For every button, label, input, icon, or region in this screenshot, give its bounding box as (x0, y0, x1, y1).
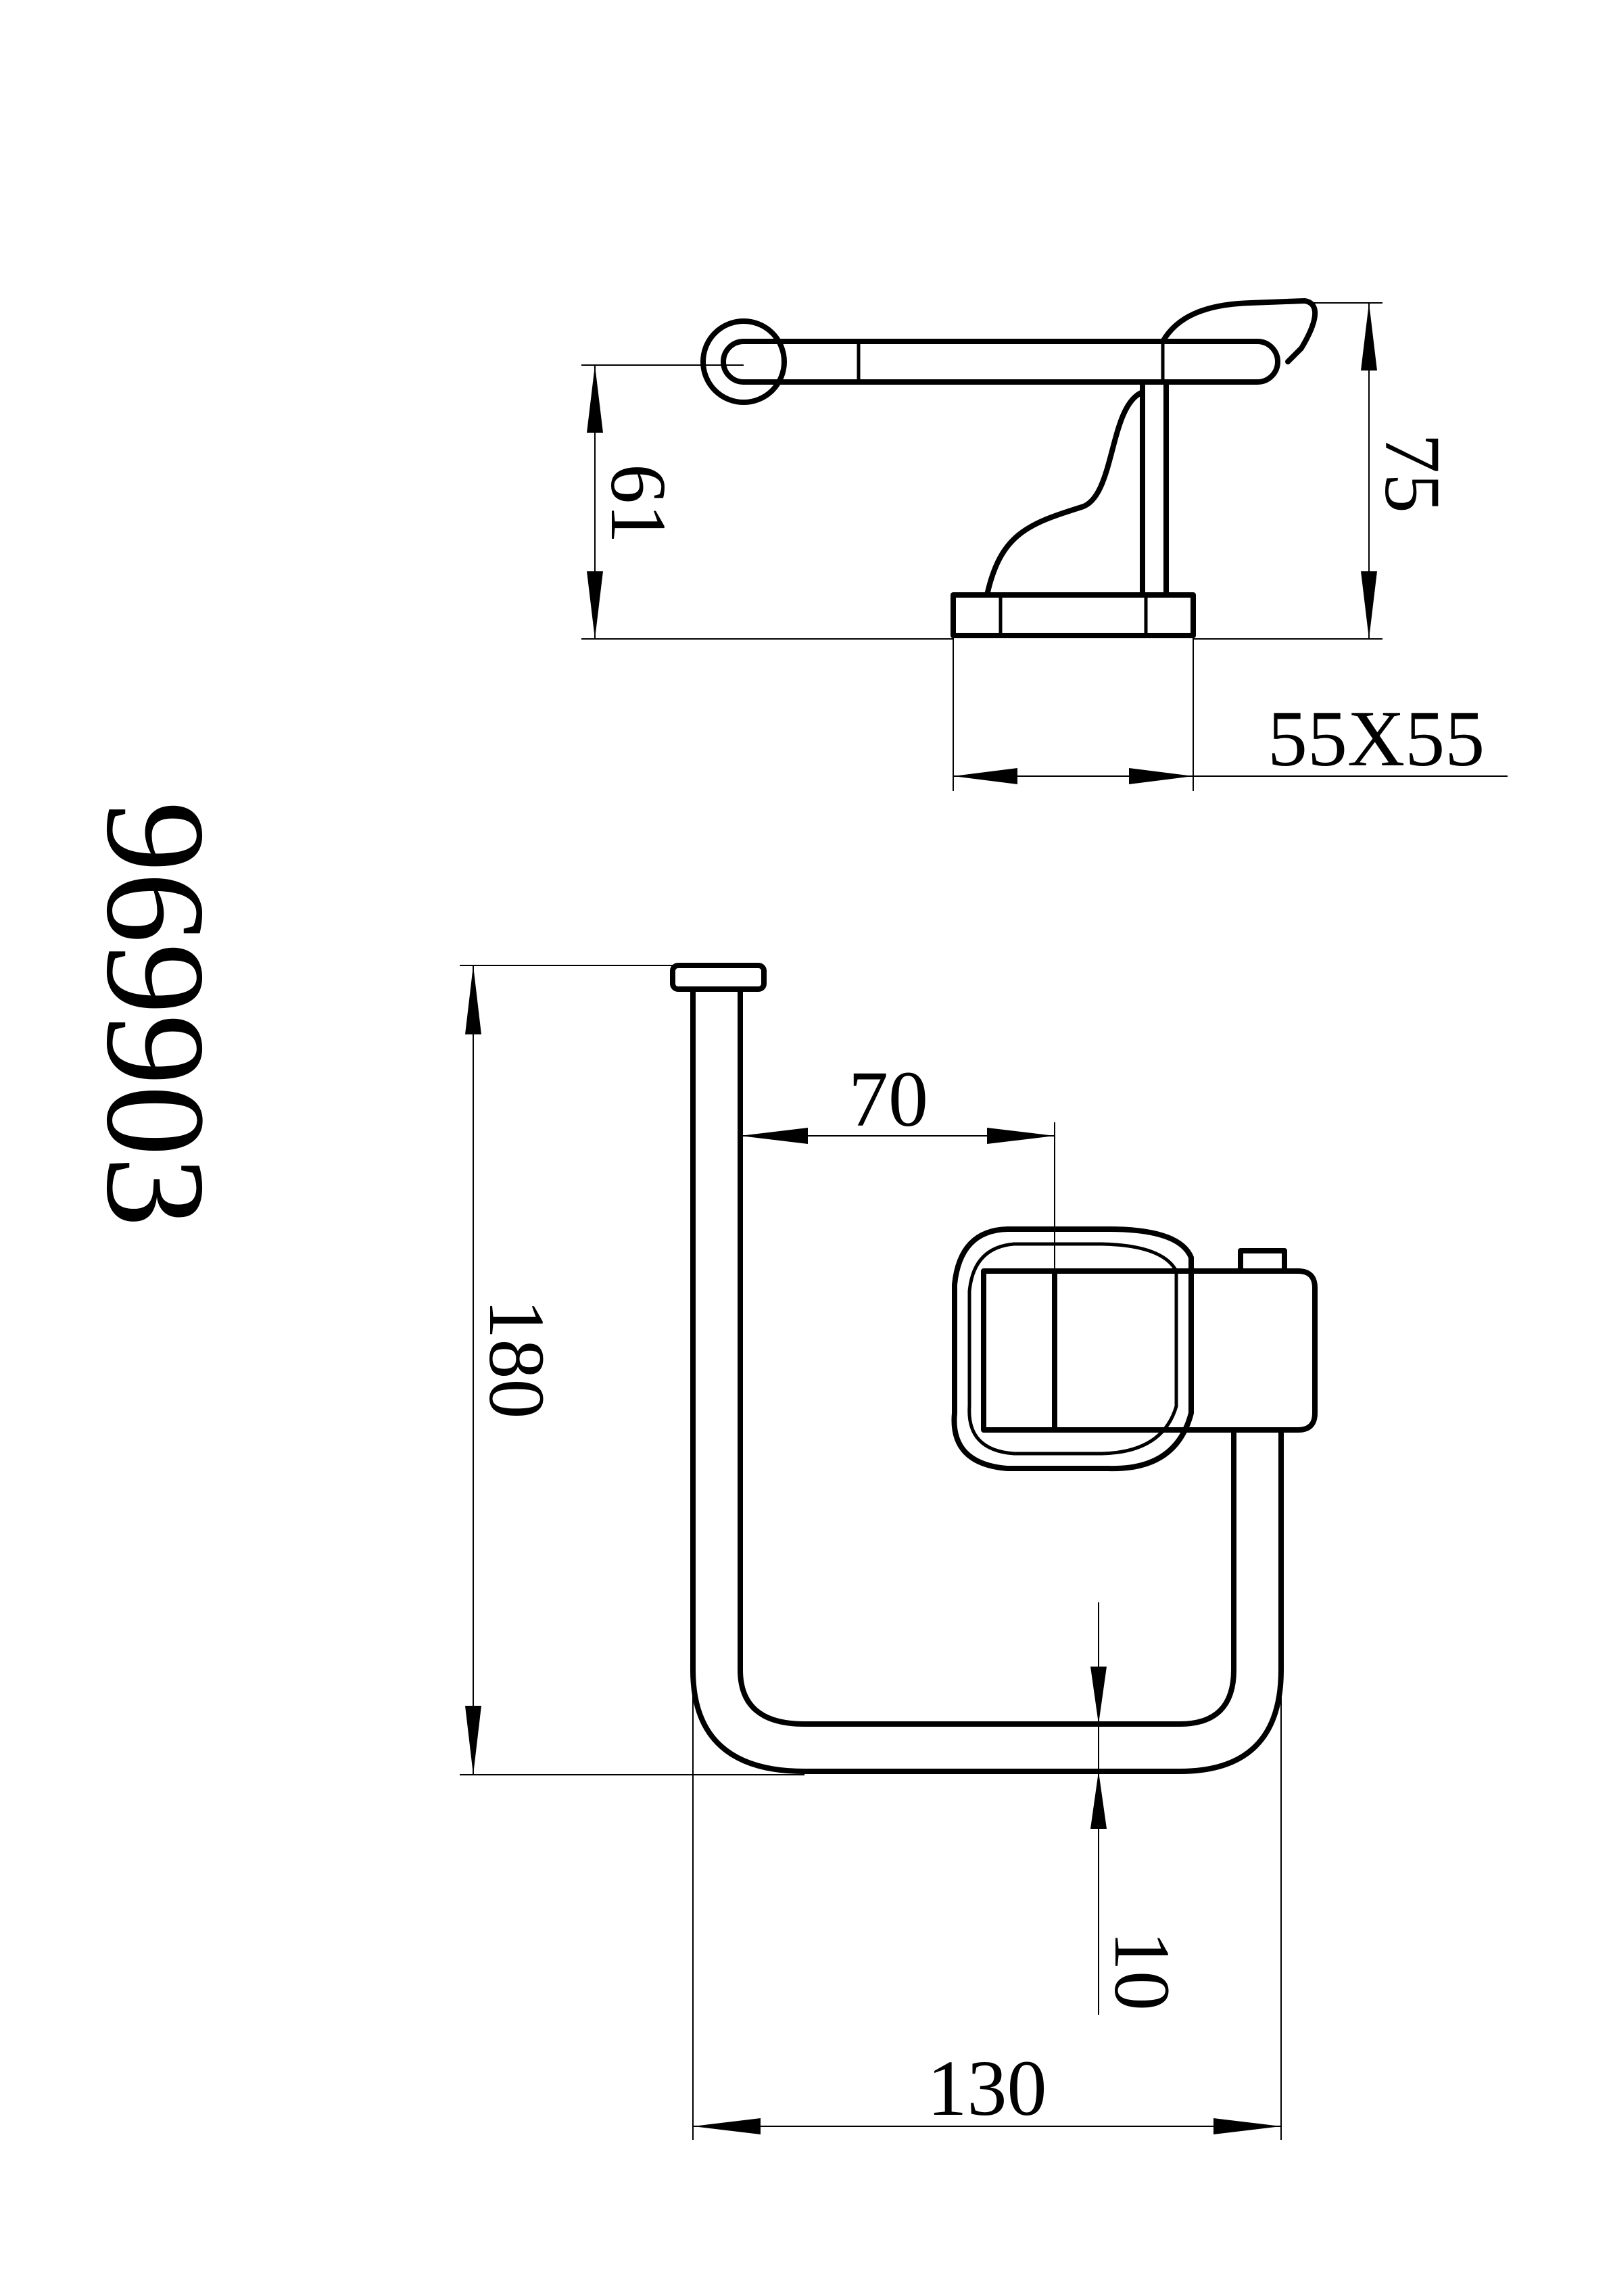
dimension-10: 10 (1090, 1602, 1186, 2015)
model-number: 969903 (77, 801, 234, 1227)
side-view: 61 75 55X55 (581, 298, 1508, 791)
front-view-holder-backplate (951, 1226, 1194, 1472)
front-view-holder-tab (1238, 1248, 1287, 1274)
side-view-base-plate (951, 592, 1196, 638)
front-view-top-cap (670, 963, 767, 992)
dim-label-180: 180 (473, 1299, 561, 1419)
dimension-180: 180 (460, 965, 804, 1775)
dimension-70: 70 (740, 1055, 1055, 1271)
dim-label-61: 61 (594, 464, 683, 544)
side-view-bar (741, 339, 1280, 385)
dimension-130: 130 (692, 1670, 1282, 2140)
dim-label-70: 70 (848, 1055, 928, 1143)
front-view-holder-backplate-inner (967, 1242, 1178, 1456)
dimension-61: 61 (581, 364, 953, 640)
dim-label-10: 10 (1098, 1931, 1186, 2011)
dimension-55x55: 55X55 (953, 636, 1508, 791)
front-view-holder-block (981, 1268, 1318, 1433)
side-view-end-cap (700, 318, 787, 405)
front-view-tube-inner (738, 986, 1236, 1727)
front-view: 180 70 10 130 (460, 963, 1318, 2140)
dim-label-130: 130 (928, 2044, 1047, 2132)
dim-label-75: 75 (1368, 433, 1457, 513)
side-view-holder-tab (1160, 298, 1318, 364)
front-view-tube-outer (690, 986, 1284, 1774)
side-view-post (984, 379, 1169, 598)
dim-label-55x55: 55X55 (1268, 694, 1485, 783)
dimension-75: 75 (1193, 302, 1457, 640)
